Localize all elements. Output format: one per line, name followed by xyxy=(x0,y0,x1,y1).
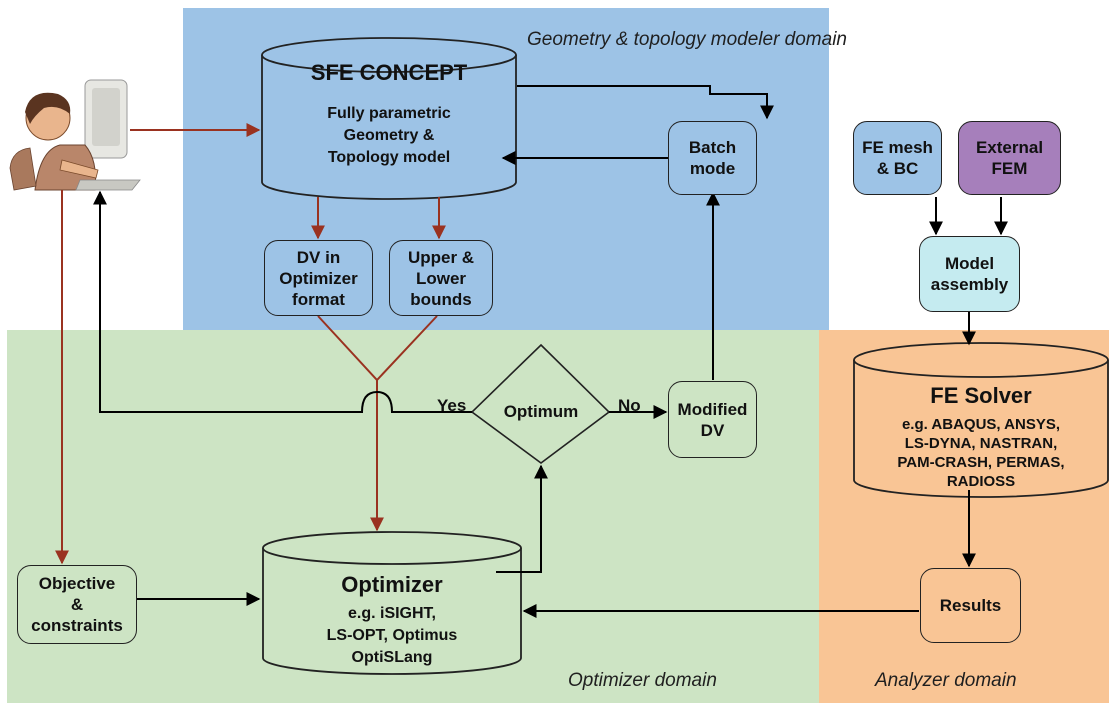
optimum-decision-diamond xyxy=(470,343,611,464)
results-box: Results xyxy=(920,568,1021,643)
analyzer-domain-label: Analyzer domain xyxy=(875,670,1017,691)
fe-solver-title: FE Solver xyxy=(930,383,1032,408)
optimizer-body: e.g. iSIGHT, LS-OPT, Optimus OptiSLang xyxy=(326,605,458,666)
sfe-concept-cylinder xyxy=(261,37,517,200)
dv-optimizer-format-box: DV in Optimizer format xyxy=(264,240,373,316)
arrow-optimizer-to-optimum xyxy=(496,464,548,573)
line-dv-bounds-merge xyxy=(317,315,438,382)
optimizer-domain-label: Optimizer domain xyxy=(568,670,717,691)
sfe-concept-title: SFE CONCEPT xyxy=(310,60,468,85)
geometry-domain-label: Geometry & topology modeler domain xyxy=(527,29,847,50)
user-computer-icon xyxy=(9,79,141,191)
arrow-sfe-to-fe-mesh xyxy=(517,85,774,120)
arrow-optimum-yes-to-user xyxy=(93,190,472,413)
optimizer-cylinder xyxy=(262,531,522,675)
objective-constraints-box: Objective & constraints xyxy=(17,565,137,644)
fe-solver-body: e.g. ABAQUS, ANSYS, LS-DYNA, NASTRAN, PA… xyxy=(897,416,1065,490)
optimizer-title: Optimizer xyxy=(341,572,443,597)
batch-mode-box: Batch mode xyxy=(668,121,757,195)
modified-dv-box: Modified DV xyxy=(668,381,757,458)
fe-mesh-bc-box: FE mesh & BC xyxy=(853,121,942,195)
no-label: No xyxy=(618,396,641,415)
external-fem-box: External FEM xyxy=(958,121,1061,195)
yes-label: Yes xyxy=(437,396,467,415)
upper-lower-bounds-box: Upper & Lower bounds xyxy=(389,240,493,316)
model-assembly-box: Model assembly xyxy=(919,236,1020,312)
sfe-concept-body: Fully parametric Geometry & Topology mod… xyxy=(327,105,451,166)
optimum-label: Optimum xyxy=(503,402,579,421)
fe-solver-cylinder xyxy=(853,342,1109,498)
